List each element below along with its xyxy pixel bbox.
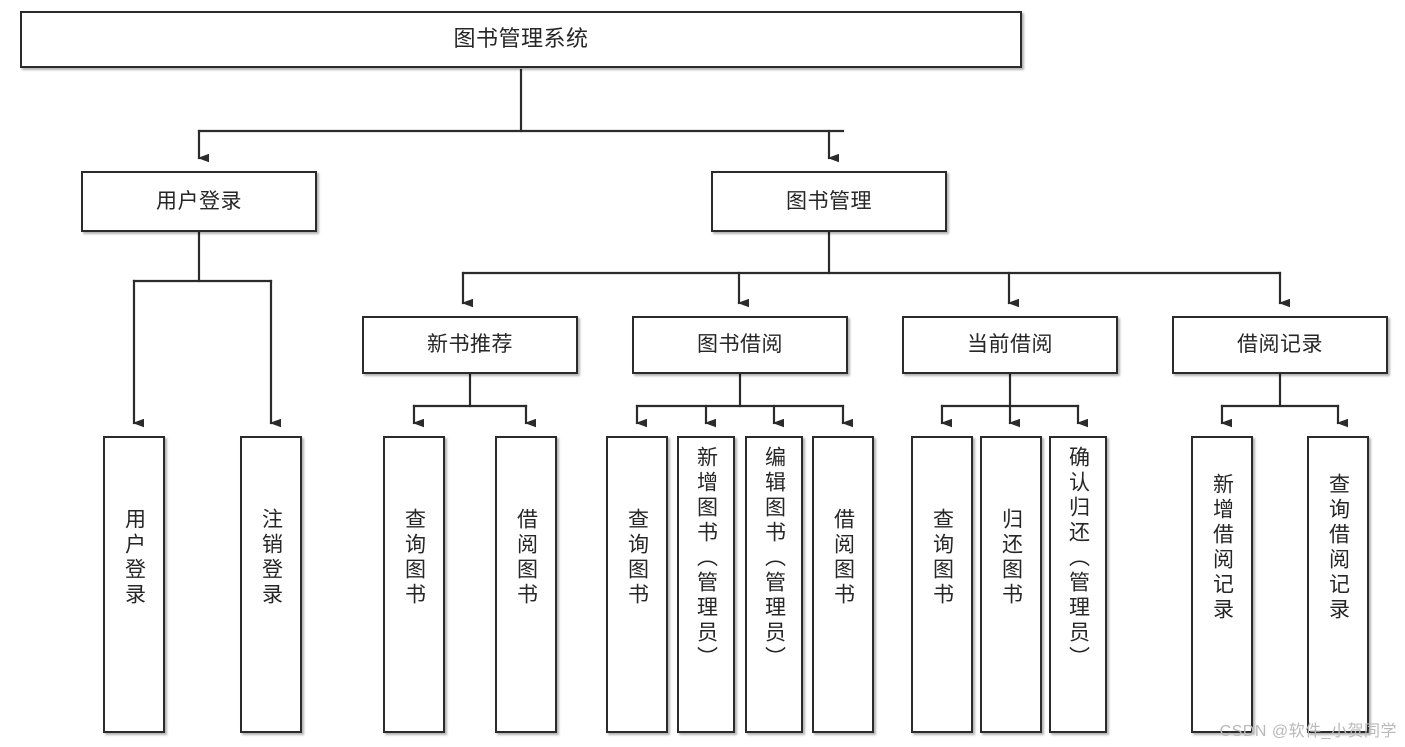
leaf-query-borrow-record[interactable]: 查询借阅记录 bbox=[1307, 436, 1369, 733]
leaf-borrow-book-under-recommend[interactable]: 借阅图书 bbox=[495, 436, 557, 733]
node-label: 图书管理 bbox=[786, 189, 872, 213]
csdn-watermark: CSDN @软件_小贺同学 bbox=[1219, 723, 1397, 740]
node-label: 借阅记录 bbox=[1237, 333, 1323, 357]
node-new-book-recommend[interactable]: 新书推荐 bbox=[362, 316, 578, 374]
leaf-add-borrow-record[interactable]: 新增借阅记录 bbox=[1191, 436, 1253, 733]
leaf-query-book-under-recommend[interactable]: 查询图书 bbox=[383, 436, 445, 733]
node-label: 查询图书 bbox=[625, 508, 649, 608]
leaf-query-book-under-borrowing[interactable]: 查询图书 bbox=[606, 436, 668, 733]
leaf-confirm-return-admin[interactable]: 确认归还（管理员） bbox=[1049, 436, 1107, 733]
leaf-user-login[interactable]: 用户登录 bbox=[103, 436, 165, 733]
node-label: 借阅图书 bbox=[831, 508, 855, 608]
node-label: 归还图书 bbox=[999, 508, 1023, 608]
node-label: 图书管理系统 bbox=[453, 26, 589, 52]
node-label: 注销登录 bbox=[259, 508, 283, 608]
node-label: 新增借阅记录 bbox=[1210, 473, 1234, 623]
node-current-borrowing[interactable]: 当前借阅 bbox=[902, 316, 1118, 374]
node-label: 新书推荐 bbox=[427, 333, 513, 357]
node-label: 查询借阅记录 bbox=[1326, 473, 1350, 623]
node-user-login[interactable]: 用户登录 bbox=[81, 171, 317, 232]
node-label: 图书借阅 bbox=[697, 333, 783, 357]
node-label: 确认归还（管理员） bbox=[1066, 446, 1090, 671]
leaf-query-book-under-current[interactable]: 查询图书 bbox=[911, 436, 973, 733]
leaf-borrow-book-under-borrowing[interactable]: 借阅图书 bbox=[812, 436, 874, 733]
leaf-return-book[interactable]: 归还图书 bbox=[980, 436, 1042, 733]
node-label: 当前借阅 bbox=[967, 333, 1053, 357]
leaf-logout[interactable]: 注销登录 bbox=[240, 436, 302, 733]
node-label: 查询图书 bbox=[402, 508, 426, 608]
node-label: 新增图书（管理员） bbox=[694, 446, 718, 671]
node-label: 借阅图书 bbox=[514, 508, 538, 608]
node-borrowing-records[interactable]: 借阅记录 bbox=[1172, 316, 1388, 374]
node-book-management[interactable]: 图书管理 bbox=[711, 171, 947, 232]
node-label: 用户登录 bbox=[122, 508, 146, 608]
node-label: 用户登录 bbox=[156, 189, 242, 213]
node-root-library-system[interactable]: 图书管理系统 bbox=[20, 11, 1022, 68]
leaf-edit-book-admin[interactable]: 编辑图书（管理员） bbox=[745, 436, 803, 733]
leaf-add-book-admin[interactable]: 新增图书（管理员） bbox=[677, 436, 735, 733]
node-label: 编辑图书（管理员） bbox=[762, 446, 786, 671]
node-label: 查询图书 bbox=[930, 508, 954, 608]
node-book-borrowing[interactable]: 图书借阅 bbox=[632, 316, 848, 374]
